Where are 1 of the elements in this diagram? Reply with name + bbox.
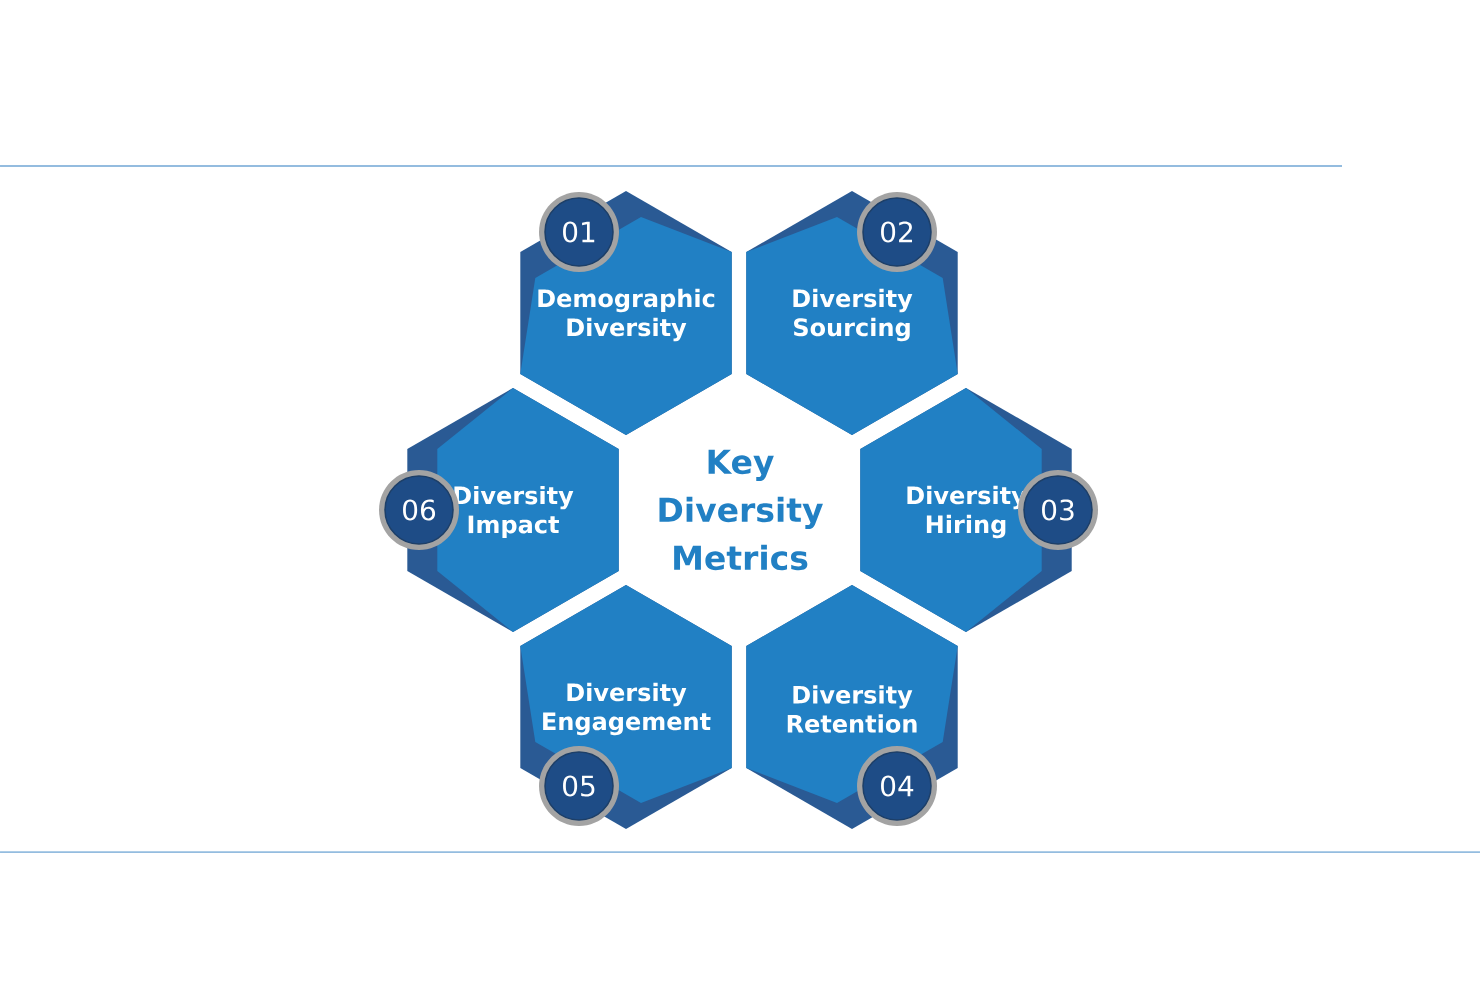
center-title: Key Diversity Metrics	[659, 449, 823, 571]
